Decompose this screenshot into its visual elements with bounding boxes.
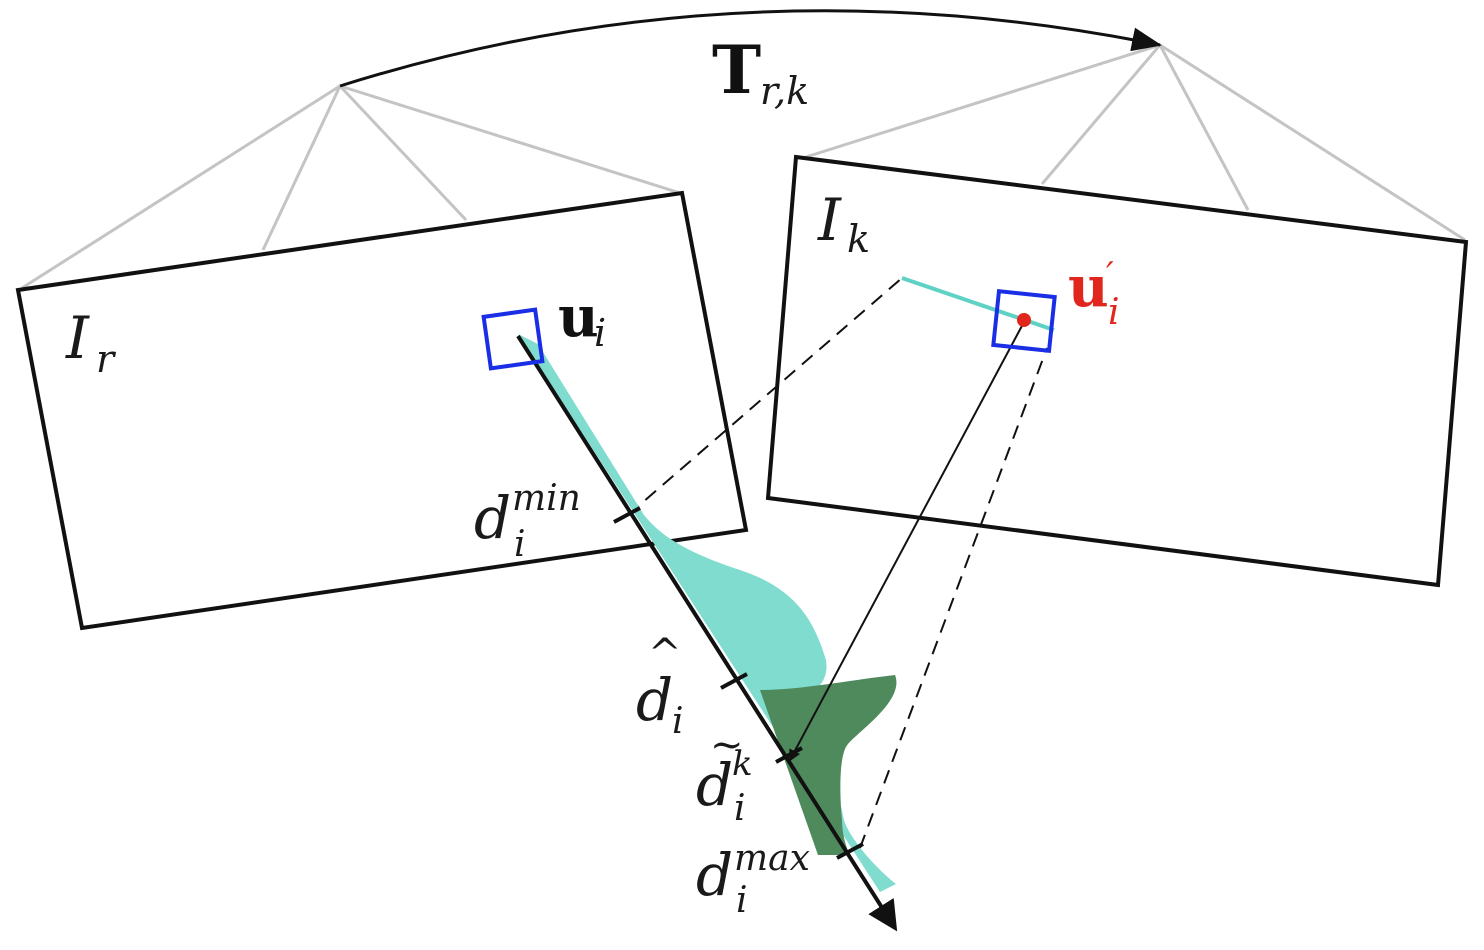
depth-distribution-dark	[760, 675, 897, 855]
frame-ref-label: I r	[65, 304, 117, 381]
dmax-label: d max i	[696, 838, 810, 921]
svg-text:′: ′	[1106, 255, 1114, 295]
svg-text:min: min	[512, 478, 581, 519]
transform-arc	[339, 9, 1162, 88]
svg-text:max: max	[734, 838, 810, 879]
svg-text:k: k	[732, 744, 753, 784]
svg-text:d: d	[696, 841, 733, 909]
svg-text:i: i	[672, 701, 684, 742]
projection-arrow	[789, 321, 1025, 762]
pixel-patch-ref	[481, 307, 545, 371]
frame-ref	[15, 190, 749, 631]
svg-text:i: i	[594, 311, 606, 355]
svg-text:i: i	[734, 788, 746, 829]
svg-text:~: ~	[710, 722, 744, 768]
epipolar-line	[901, 276, 1055, 332]
camera-rays-key	[805, 43, 1466, 242]
svg-text:d: d	[696, 751, 733, 819]
svg-text:d: d	[636, 666, 673, 734]
pixel-ref-label: u i	[558, 284, 606, 355]
depth-ray-axis	[516, 334, 898, 932]
svg-text:u: u	[558, 284, 599, 350]
dhat-label: ^ d i	[636, 631, 684, 742]
pixel-patch-key	[991, 289, 1057, 353]
projection-dashed-lines	[627, 277, 1048, 849]
dtilde-label: ~ d k i	[696, 722, 753, 829]
svg-text:r: r	[96, 337, 117, 381]
transform-label: T r,k	[712, 31, 809, 113]
depth-distribution-light	[518, 334, 896, 892]
svg-text:r,k: r,k	[760, 69, 809, 113]
pixel-key-label: u ′ i	[1068, 254, 1120, 333]
depth-ticks	[613, 506, 864, 860]
svg-text:d: d	[474, 484, 511, 552]
svg-text:^: ^	[648, 631, 682, 677]
dmin-label: d min i	[474, 478, 581, 565]
projected-point	[1017, 313, 1031, 327]
svg-text:k: k	[847, 217, 870, 261]
frame-key-label: I k	[817, 186, 870, 261]
svg-text:i: i	[1108, 292, 1120, 333]
camera-rays-ref	[21, 84, 681, 290]
frame-key	[765, 154, 1469, 588]
svg-text:I: I	[65, 304, 90, 372]
svg-text:u: u	[1068, 254, 1109, 320]
svg-text:i: i	[514, 524, 526, 565]
svg-text:I: I	[817, 186, 842, 254]
svg-text:i: i	[736, 880, 748, 921]
svg-text:T: T	[712, 31, 761, 109]
